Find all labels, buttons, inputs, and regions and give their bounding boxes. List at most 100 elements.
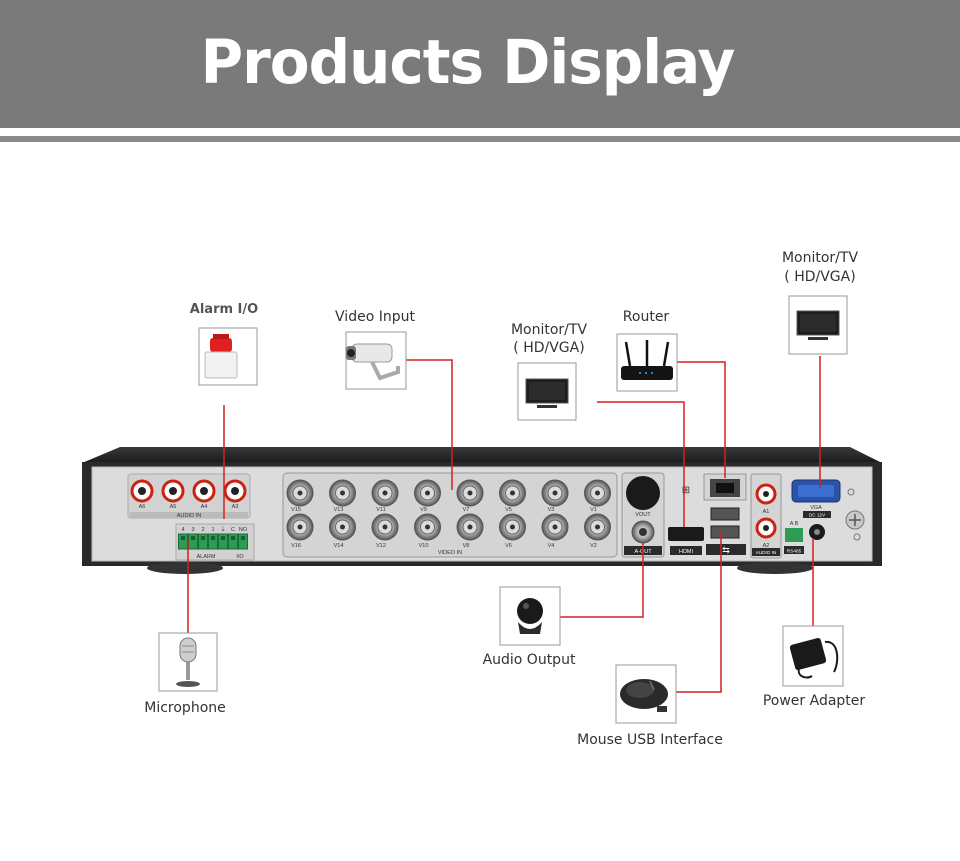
a2-label: A2 [763,543,770,549]
video-port-label: V2 [590,543,597,549]
audio-output-device: Audio Output [483,586,576,668]
io-label: I/O [236,554,244,560]
video-port-label: V5 [505,507,512,513]
ab-label: A B [790,521,799,527]
audio-in-port-label: A3 [232,504,239,510]
page-title: Products Display [200,26,736,98]
video-port-label: V7 [463,507,470,513]
video-port-v15: V15 [286,479,314,513]
video-port-v4: V4 [541,513,569,549]
monitor-right-sublabel: ( HD/VGA) [784,269,855,285]
title-banner: Products Display [0,0,960,128]
microphone-device: Microphone [144,632,226,716]
video-port-label: V10 [419,543,429,549]
hdmi-port [668,527,704,541]
video-port-label: V16 [291,543,301,549]
video-port-label: V4 [548,543,555,549]
video-port-label: V8 [463,543,470,549]
video-port-v1: V1 [584,479,611,513]
alarm-pin: C [228,527,238,550]
audio-output-label: Audio Output [483,652,576,668]
wire-router [677,361,726,478]
banner-divider-white [0,128,960,136]
audio-in-port-a3: A3 [223,479,247,510]
video-in-label: VIDEO IN [438,550,462,556]
camera-icon [346,343,400,381]
wire-video-input [405,359,453,490]
audio-in-port-label: A4 [201,504,208,510]
usb-port-2 [710,525,740,539]
audio-in-port-label: A5 [170,504,177,510]
wire-monitor-hdmi [597,401,685,527]
video-port-v10: V10 [414,513,441,549]
alarm-pin-label: C [231,527,235,533]
usb-port-1 [710,507,740,521]
video-port-label: V15 [291,507,301,513]
video-input-device: Video Input [335,309,415,390]
monitor-icon [796,310,840,340]
vga-label: VGA [810,505,822,511]
router-label: Router [623,309,670,325]
alarm-pin-label: NO [239,527,248,533]
banner-divider-gray [0,136,960,142]
video-input-label: Video Input [335,309,415,325]
alarm-label: ALARM [197,554,216,560]
power-adapter-icon [789,637,839,679]
video-port-v7: V7 [456,479,484,513]
video-port-label: V6 [505,543,512,549]
dc-label: DC 12V [809,513,826,518]
alarm-pin: 1 [208,527,218,550]
video-port-v14: V14 [329,513,356,549]
audio-in-label: AUDIO IN [177,513,201,519]
video-port-v16: V16 [286,513,314,549]
router-device: Router [616,309,678,392]
mouse-label: Mouse USB Interface [577,732,723,748]
video-port-label: V13 [334,507,344,513]
video-port-v6: V6 [499,513,526,549]
vout-port [626,476,660,510]
audio-in2-label: AUDIO IN [756,550,776,555]
microphone-label: Microphone [144,700,226,716]
monitor-right-label: Monitor/TV [782,250,858,266]
mouse-device: Mouse USB Interface [577,664,723,748]
video-port-v9: V9 [414,479,441,513]
microphone-icon [176,637,200,687]
network-icon: ⊞ [682,485,690,496]
hdmi-label: HDMI [679,549,694,555]
alarm-device: Alarm I/O [190,302,258,386]
router-icon [621,340,673,380]
video-port-label: V9 [420,507,427,513]
video-port-v11: V11 [371,479,399,513]
video-port-v5: V5 [499,479,526,513]
video-port-label: V1 [590,507,597,513]
video-port-v12: V12 [371,513,399,549]
alarm-pin: 2 [198,527,208,550]
monitor-icon [525,378,569,408]
video-port-v2: V2 [584,513,611,549]
a1-label: A1 [763,509,770,515]
monitor-hdmi-device: Monitor/TV ( HD/VGA) [511,322,587,421]
usb-icon: ⇆ [722,545,730,555]
video-port-label: V11 [376,507,385,513]
wire-mouse [676,532,722,693]
rs485-label: RS485 [787,549,802,555]
rs485-terminal [785,528,803,542]
audio-in-port-a4: A4 [192,479,216,510]
audio-in-port-label: A6 [139,504,146,510]
vout-label: VOUT [635,512,651,518]
video-port-label: V12 [376,543,386,549]
connection-wires [187,356,821,693]
alarm-pin: NO [238,527,248,550]
alarm-pin-label: 2 [201,527,204,533]
monitor-vga-device: Monitor/TV ( HD/VGA) [782,250,858,355]
video-port-label: V14 [334,543,344,549]
siren-icon [204,334,238,379]
alarm-label: Alarm I/O [190,302,258,317]
audio-in-ports: A6 A5 A4 A3 [130,479,247,510]
power-label: Power Adapter [763,693,866,709]
wire-audio-output [560,543,644,618]
monitor-center-sublabel: ( HD/VGA) [513,340,584,356]
